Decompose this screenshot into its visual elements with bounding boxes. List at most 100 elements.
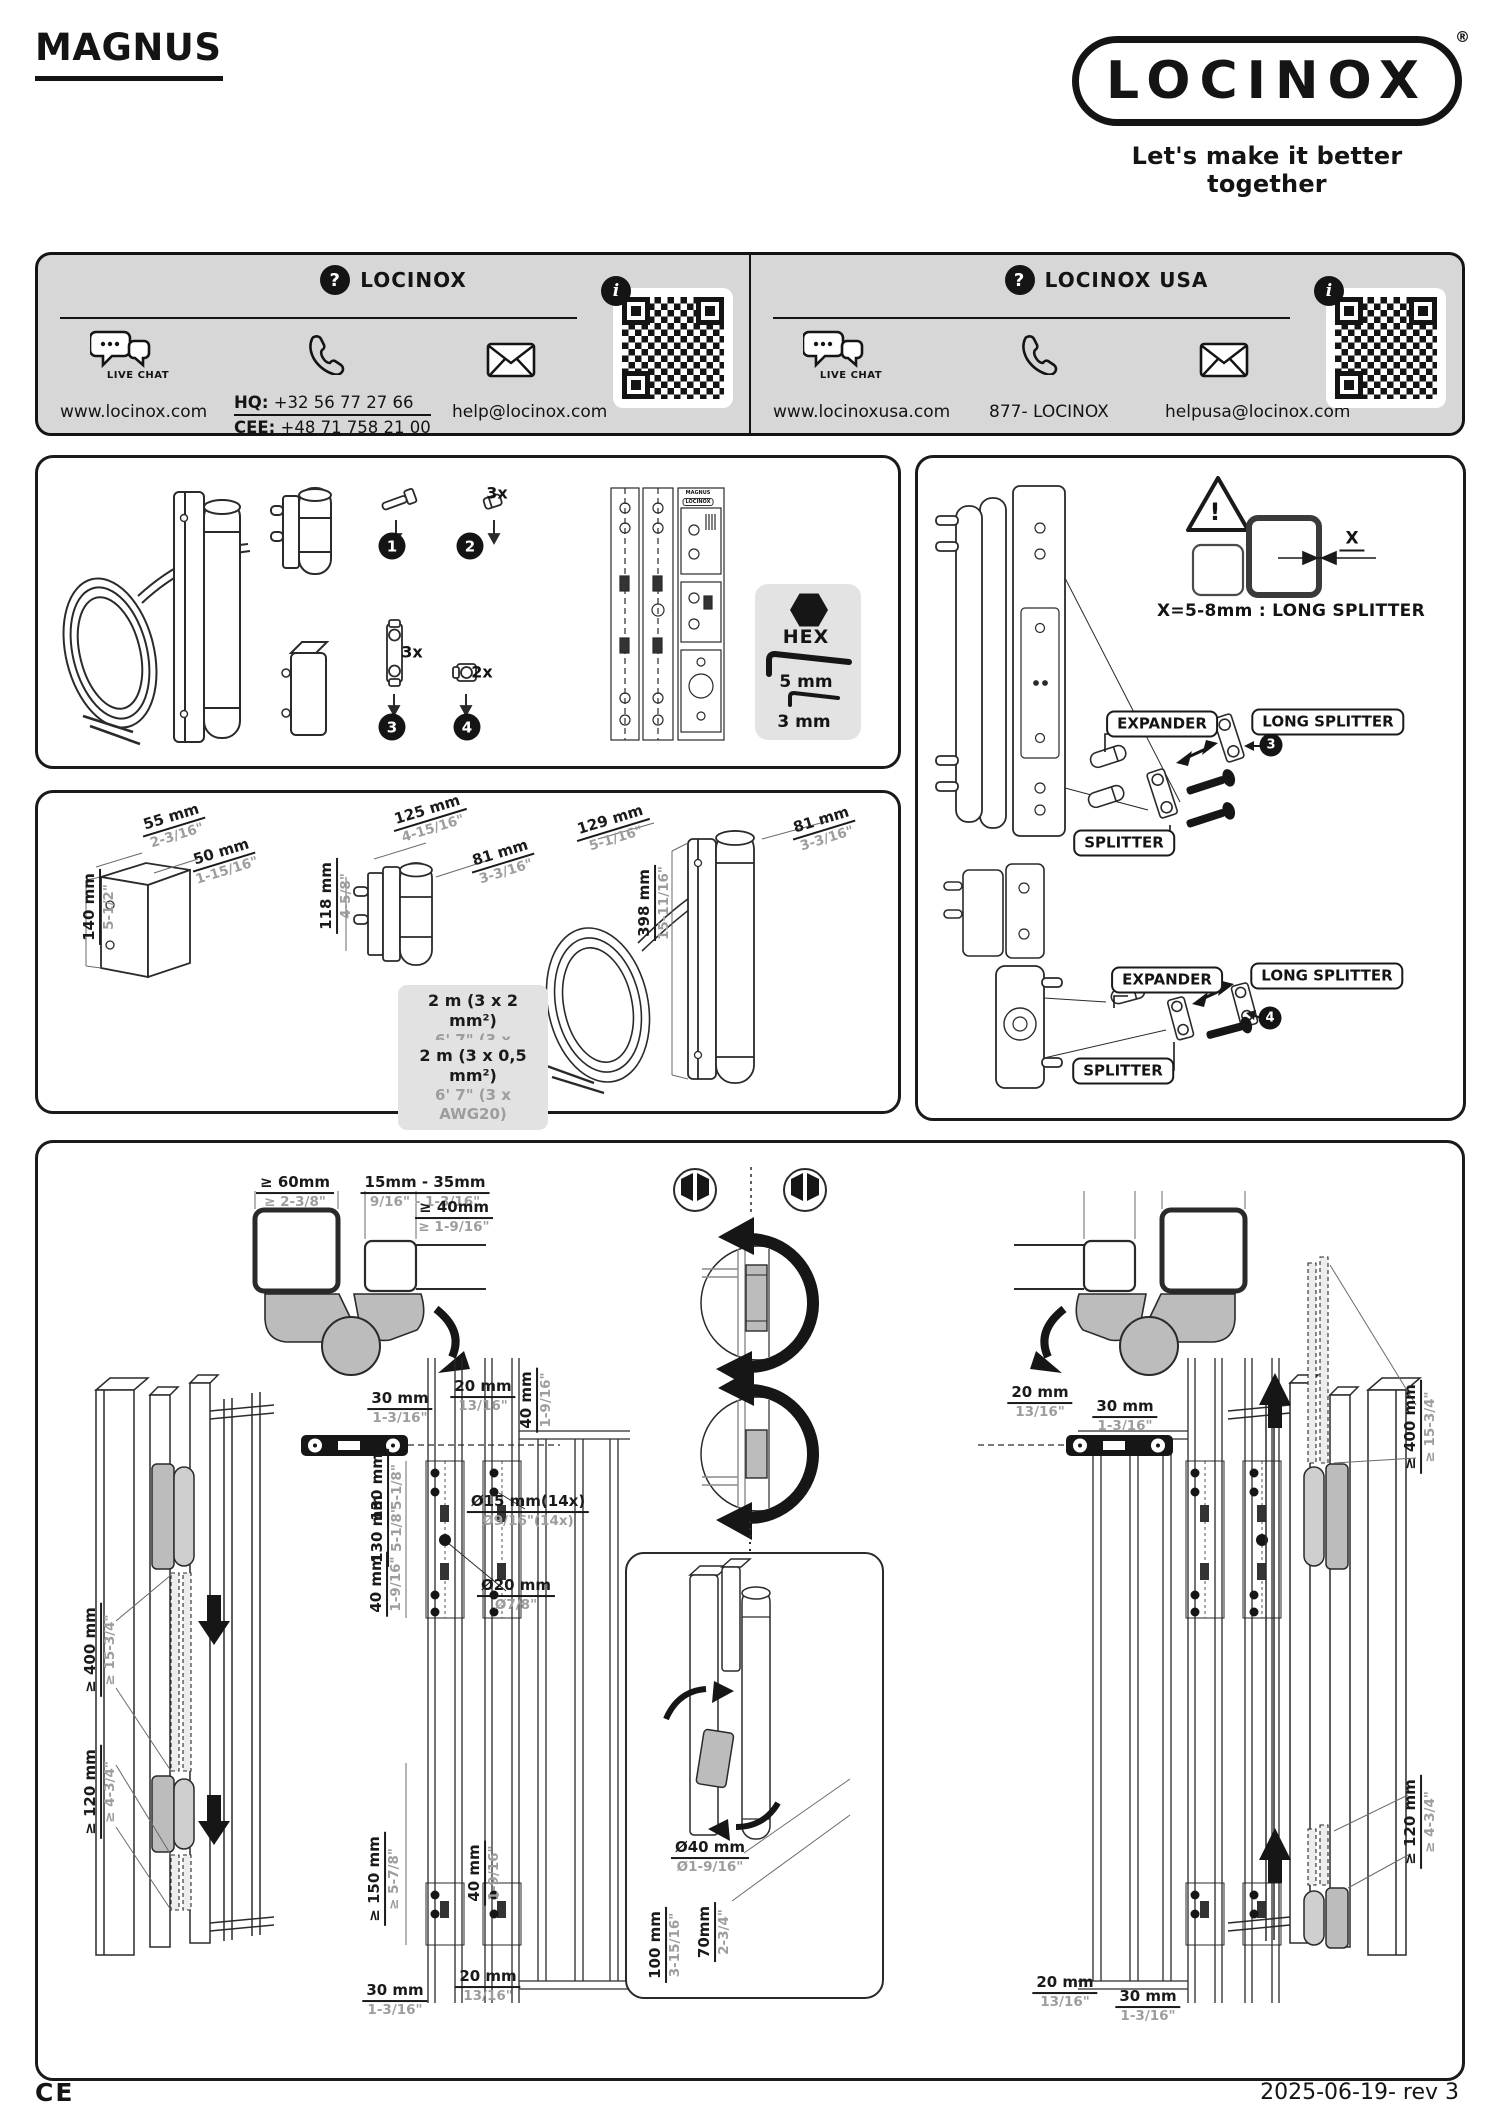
item-3-splitter-plate <box>386 619 403 717</box>
qr-finder-icon <box>1335 371 1363 399</box>
page-title: MAGNUS <box>35 26 224 81</box>
thin-profile-icon <box>1191 543 1245 597</box>
registered-mark: ® <box>1455 28 1470 46</box>
template-brand: LOCINOX <box>682 498 714 506</box>
phone-icon <box>309 335 345 375</box>
front-view-left <box>405 1358 630 2003</box>
dim-lines <box>85 852 199 969</box>
splitter-drawing <box>935 476 1376 1089</box>
hinge-rear-view-drawing <box>935 485 1066 837</box>
wall-hinge-drawing <box>270 487 332 575</box>
callout-4: 4 <box>453 713 481 741</box>
swing-arrow-icon <box>433 1305 460 1359</box>
info-icon: i <box>601 276 631 306</box>
full-hinge-dim-drawing <box>687 830 755 1084</box>
divider <box>773 317 1290 319</box>
up-arrow-icon <box>1259 1828 1291 1883</box>
hex-key-5mm-label: 5 mm <box>779 672 833 692</box>
dim-min400mm: ≥ 400 mm≥ 15-3/4" <box>1401 1380 1438 1474</box>
swing-arrow-icon <box>1040 1305 1067 1359</box>
qr-code-block: i <box>1314 276 1446 408</box>
allen-key-3mm-icon <box>788 690 840 707</box>
rotate-arrow-icon <box>747 1233 819 1374</box>
contact-title-row: ? LOCINOX <box>38 265 749 295</box>
contact-card-eu: ? LOCINOX LIVE CHAT www.locinox.com <box>38 255 751 437</box>
hex-key-3mm-label: 3 mm <box>777 712 831 732</box>
splitter-panel <box>915 455 1466 1121</box>
template-title: MAGNUS <box>685 490 711 496</box>
warning-triangle-icon <box>1186 476 1250 532</box>
cable-coil-icon <box>62 577 158 729</box>
hex-icon <box>790 593 828 627</box>
live-chat-label: LIVE CHAT <box>819 370 883 381</box>
qty-item4: 2x <box>471 662 493 682</box>
qr-finder-icon <box>696 297 724 325</box>
x-dim-label: X <box>1339 529 1365 552</box>
item-2-setscrew <box>482 493 503 545</box>
up-arrow-icon <box>1259 1373 1291 1428</box>
long-splitter-tag: LONG SPLITTER <box>1251 708 1405 736</box>
warning-exclamation: ! <box>1209 498 1221 526</box>
cover-rear-drawing <box>995 965 1063 1089</box>
thick-profile-icon <box>1246 515 1322 598</box>
email-link: help@locinox.com <box>452 402 608 422</box>
step-callout-4: 4 <box>1258 1006 1282 1030</box>
hq-label: HQ: <box>234 393 269 412</box>
rotation-detail-2 <box>700 1368 819 1551</box>
qr-finder-icon <box>622 297 650 325</box>
spirit-level-icon <box>301 1435 560 1456</box>
live-chat-block: LIVE CHAT <box>803 329 899 381</box>
live-chat-icon <box>803 330 864 369</box>
top-view-right <box>1014 1191 1248 1376</box>
hq-phone-line: HQ: +32 56 77 27 66 <box>234 393 431 416</box>
rotate-arrow-icon <box>747 1384 819 1525</box>
website-link: www.locinox.com <box>60 402 208 422</box>
contact-card-usa: ? LOCINOX USA LIVE CHAT www.locinoxusa.c… <box>751 255 1462 433</box>
adjustment-detail-box <box>625 1552 884 1999</box>
expander-tag: EXPANDER <box>1111 966 1223 994</box>
splitter-tag: SPLITTER <box>1072 1057 1174 1085</box>
cover-part-drawing <box>281 641 330 736</box>
cee-label: CEE: <box>234 418 276 437</box>
parts-drawing <box>62 487 861 746</box>
live-chat-icon <box>90 330 151 369</box>
allen-key-5mm-icon <box>766 650 852 677</box>
front-view-right <box>1078 1358 1282 2003</box>
contact-title-row: ? LOCINOX USA <box>751 265 1462 295</box>
callout-3: 3 <box>378 713 406 741</box>
dim-min150mm: ≥ 150 mm≥ 5-7/8" <box>365 1832 402 1926</box>
hex-key-block <box>755 584 861 740</box>
drill-template-drawing <box>610 487 725 741</box>
gate-direction-icons <box>673 1167 827 1215</box>
dimensions-panel <box>35 790 901 1114</box>
cee-phone-line: CEE: +48 71 758 21 00 <box>234 418 431 437</box>
gate-3d-left <box>93 1374 275 1956</box>
phone-icon <box>1022 335 1058 375</box>
qr-finder-icon <box>1409 297 1437 325</box>
dim-min400mm: ≥ 400 mm≥ 15-3/4" <box>81 1603 118 1697</box>
long-splitter-note: X=5-8mm : LONG SPLITTER <box>1157 601 1425 621</box>
contact-card: ? LOCINOX LIVE CHAT www.locinox.com <box>35 252 1465 437</box>
email-icon <box>1199 342 1249 378</box>
qty-item2: 3x <box>486 483 508 503</box>
long-splitter-tag: LONG SPLITTER <box>1250 962 1404 990</box>
x-dimension <box>1278 550 1376 566</box>
dim-dia15mm: Ø15 mm(14x)Ø9/16"(14x) <box>466 1493 590 1529</box>
contact-title: LOCINOX <box>360 268 467 292</box>
installation-panel <box>35 1140 1465 2081</box>
installation-drawing <box>93 1167 1423 2003</box>
